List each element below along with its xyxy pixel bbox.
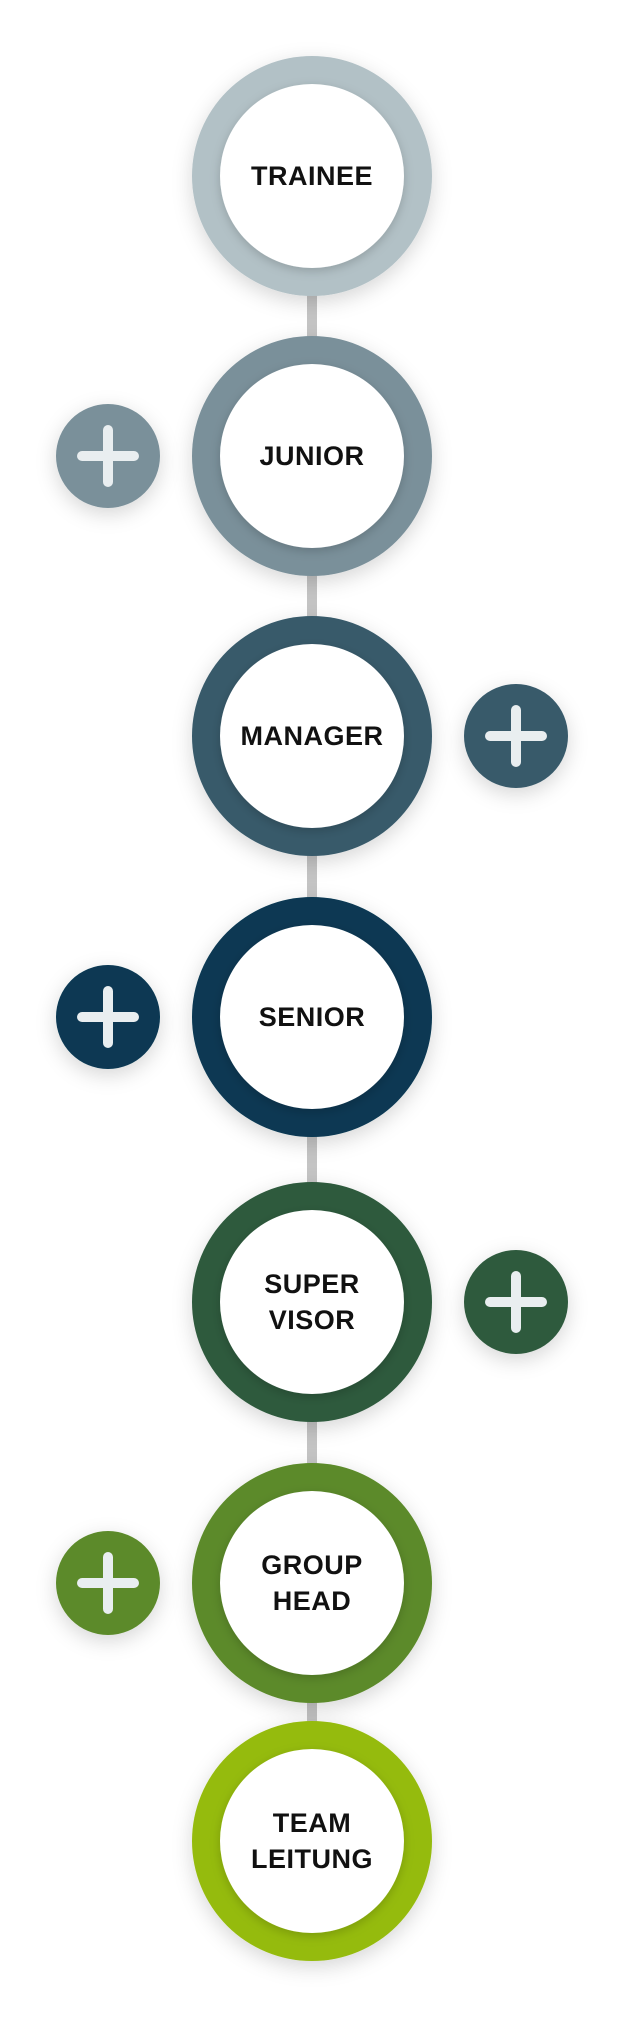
stage-label: LEITUNG [251,1844,373,1874]
stage-node: SENIOR [56,897,432,1137]
plus-icon [56,965,160,1069]
stage-label: TEAM [273,1808,352,1838]
stage-center [220,84,404,268]
stage-center [220,925,404,1109]
stage-node: MANAGER [192,616,568,856]
stage-center [220,644,404,828]
stage-label: MANAGER [241,721,384,751]
stage-label: HEAD [273,1586,352,1616]
stage-node: SUPER VISOR [192,1182,568,1422]
stage-node: TRAINEE [192,56,432,296]
stage-center [220,364,404,548]
stage-label: SUPER [264,1269,360,1299]
stage-node: GROUP HEAD [56,1463,432,1703]
stage-center [220,1749,404,1933]
plus-icon [56,1531,160,1635]
stage-node: TEAM LEITUNG [192,1721,432,1961]
stage-label: VISOR [269,1305,356,1335]
stage-label: JUNIOR [259,441,364,471]
plus-icon [464,684,568,788]
stage-label: SENIOR [259,1002,366,1032]
stage-label: TRAINEE [251,161,373,191]
plus-icon [56,404,160,508]
stage-node: JUNIOR [56,336,432,576]
stage-center [220,1491,404,1675]
plus-icon [464,1250,568,1354]
stage-center [220,1210,404,1394]
stage-nodes: TRAINEE JUNIOR MANAGER SENIOR SUPER VISOR GROU… [56,56,568,1961]
stage-label: GROUP [261,1550,363,1580]
